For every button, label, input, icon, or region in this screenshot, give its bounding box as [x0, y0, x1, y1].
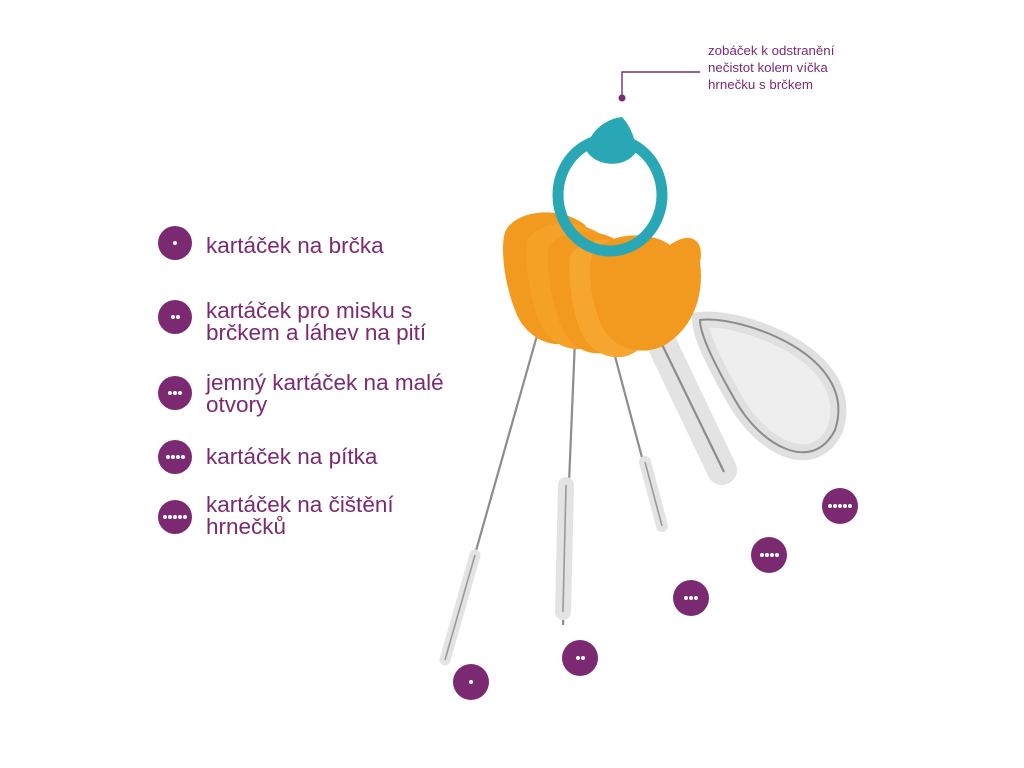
legend-item-2: kartáček pro misku s brčkem a láhev na p…	[158, 298, 496, 345]
dot-icon	[168, 515, 172, 519]
legend-label: kartáček na čištění hrnečků	[206, 492, 394, 539]
dot-icon	[769, 553, 774, 557]
straw-brush	[439, 324, 542, 666]
legend-label: jemný kartáček na malé otvory	[206, 370, 444, 417]
brush-badge-five-dot-icon	[822, 488, 858, 524]
dot-icon	[838, 504, 842, 508]
dot-icon	[165, 455, 170, 459]
callout-leader-line	[618, 71, 700, 102]
legend-item-1: kartáček na brčka	[158, 226, 496, 260]
legend-item-5: kartáček na čištění hrnečků	[158, 493, 496, 538]
dot-icon	[163, 515, 167, 519]
brush-badge-three-dot-icon	[673, 580, 709, 616]
dot-icon	[689, 596, 693, 600]
dot-icon	[173, 515, 177, 519]
two-dot-badge-icon	[158, 300, 192, 334]
dot-icon	[848, 504, 852, 508]
dot-icon	[173, 241, 177, 245]
dot-icon	[168, 391, 172, 395]
legend-item-4: kartáček na pítka	[158, 440, 496, 474]
brush-badge-four-dot-icon	[751, 537, 787, 573]
brush-badge-one-dot-icon	[453, 664, 489, 700]
five-dot-badge-icon	[158, 500, 192, 534]
dot-icon	[843, 504, 847, 508]
dot-icon	[180, 455, 185, 459]
dot-icon	[183, 515, 187, 519]
legend-label: kartáček na pítka	[206, 444, 378, 469]
dot-icon	[170, 455, 175, 459]
legend-item-3: jemný kartáček na malé otvory	[158, 371, 496, 416]
dot-icon	[580, 656, 585, 660]
legend-label: kartáček pro misku s brčkem a láhev na p…	[206, 298, 427, 345]
dot-icon	[178, 515, 182, 519]
spout-brush	[645, 325, 737, 485]
dot-icon	[575, 656, 580, 660]
dot-icon	[170, 315, 175, 319]
cup-and-bottle-brush	[555, 339, 577, 626]
dot-icon	[175, 315, 180, 319]
dot-icon	[469, 680, 473, 684]
legend-label: kartáček na brčka	[206, 233, 384, 258]
cup-cleaning-loop-brush	[691, 311, 847, 461]
teal-ring-with-beak-icon	[552, 117, 668, 257]
dot-icon	[175, 455, 180, 459]
fine-opening-brush	[610, 344, 668, 532]
dot-icon	[178, 391, 182, 395]
four-dot-badge-icon	[158, 440, 192, 474]
dot-icon	[684, 596, 688, 600]
dot-icon	[759, 553, 764, 557]
three-dot-badge-icon	[158, 376, 192, 410]
dot-icon	[173, 391, 177, 395]
dot-icon	[694, 596, 698, 600]
dot-icon	[833, 504, 837, 508]
one-dot-badge-icon	[158, 226, 192, 260]
dot-icon	[828, 504, 832, 508]
beak-callout-text: zobáček k odstranění nečistot kolem víčk…	[708, 43, 835, 92]
brush-handles	[503, 212, 701, 358]
brush-badge-two-dot-icon	[562, 640, 598, 676]
dot-icon	[764, 553, 769, 557]
dot-icon	[774, 553, 779, 557]
